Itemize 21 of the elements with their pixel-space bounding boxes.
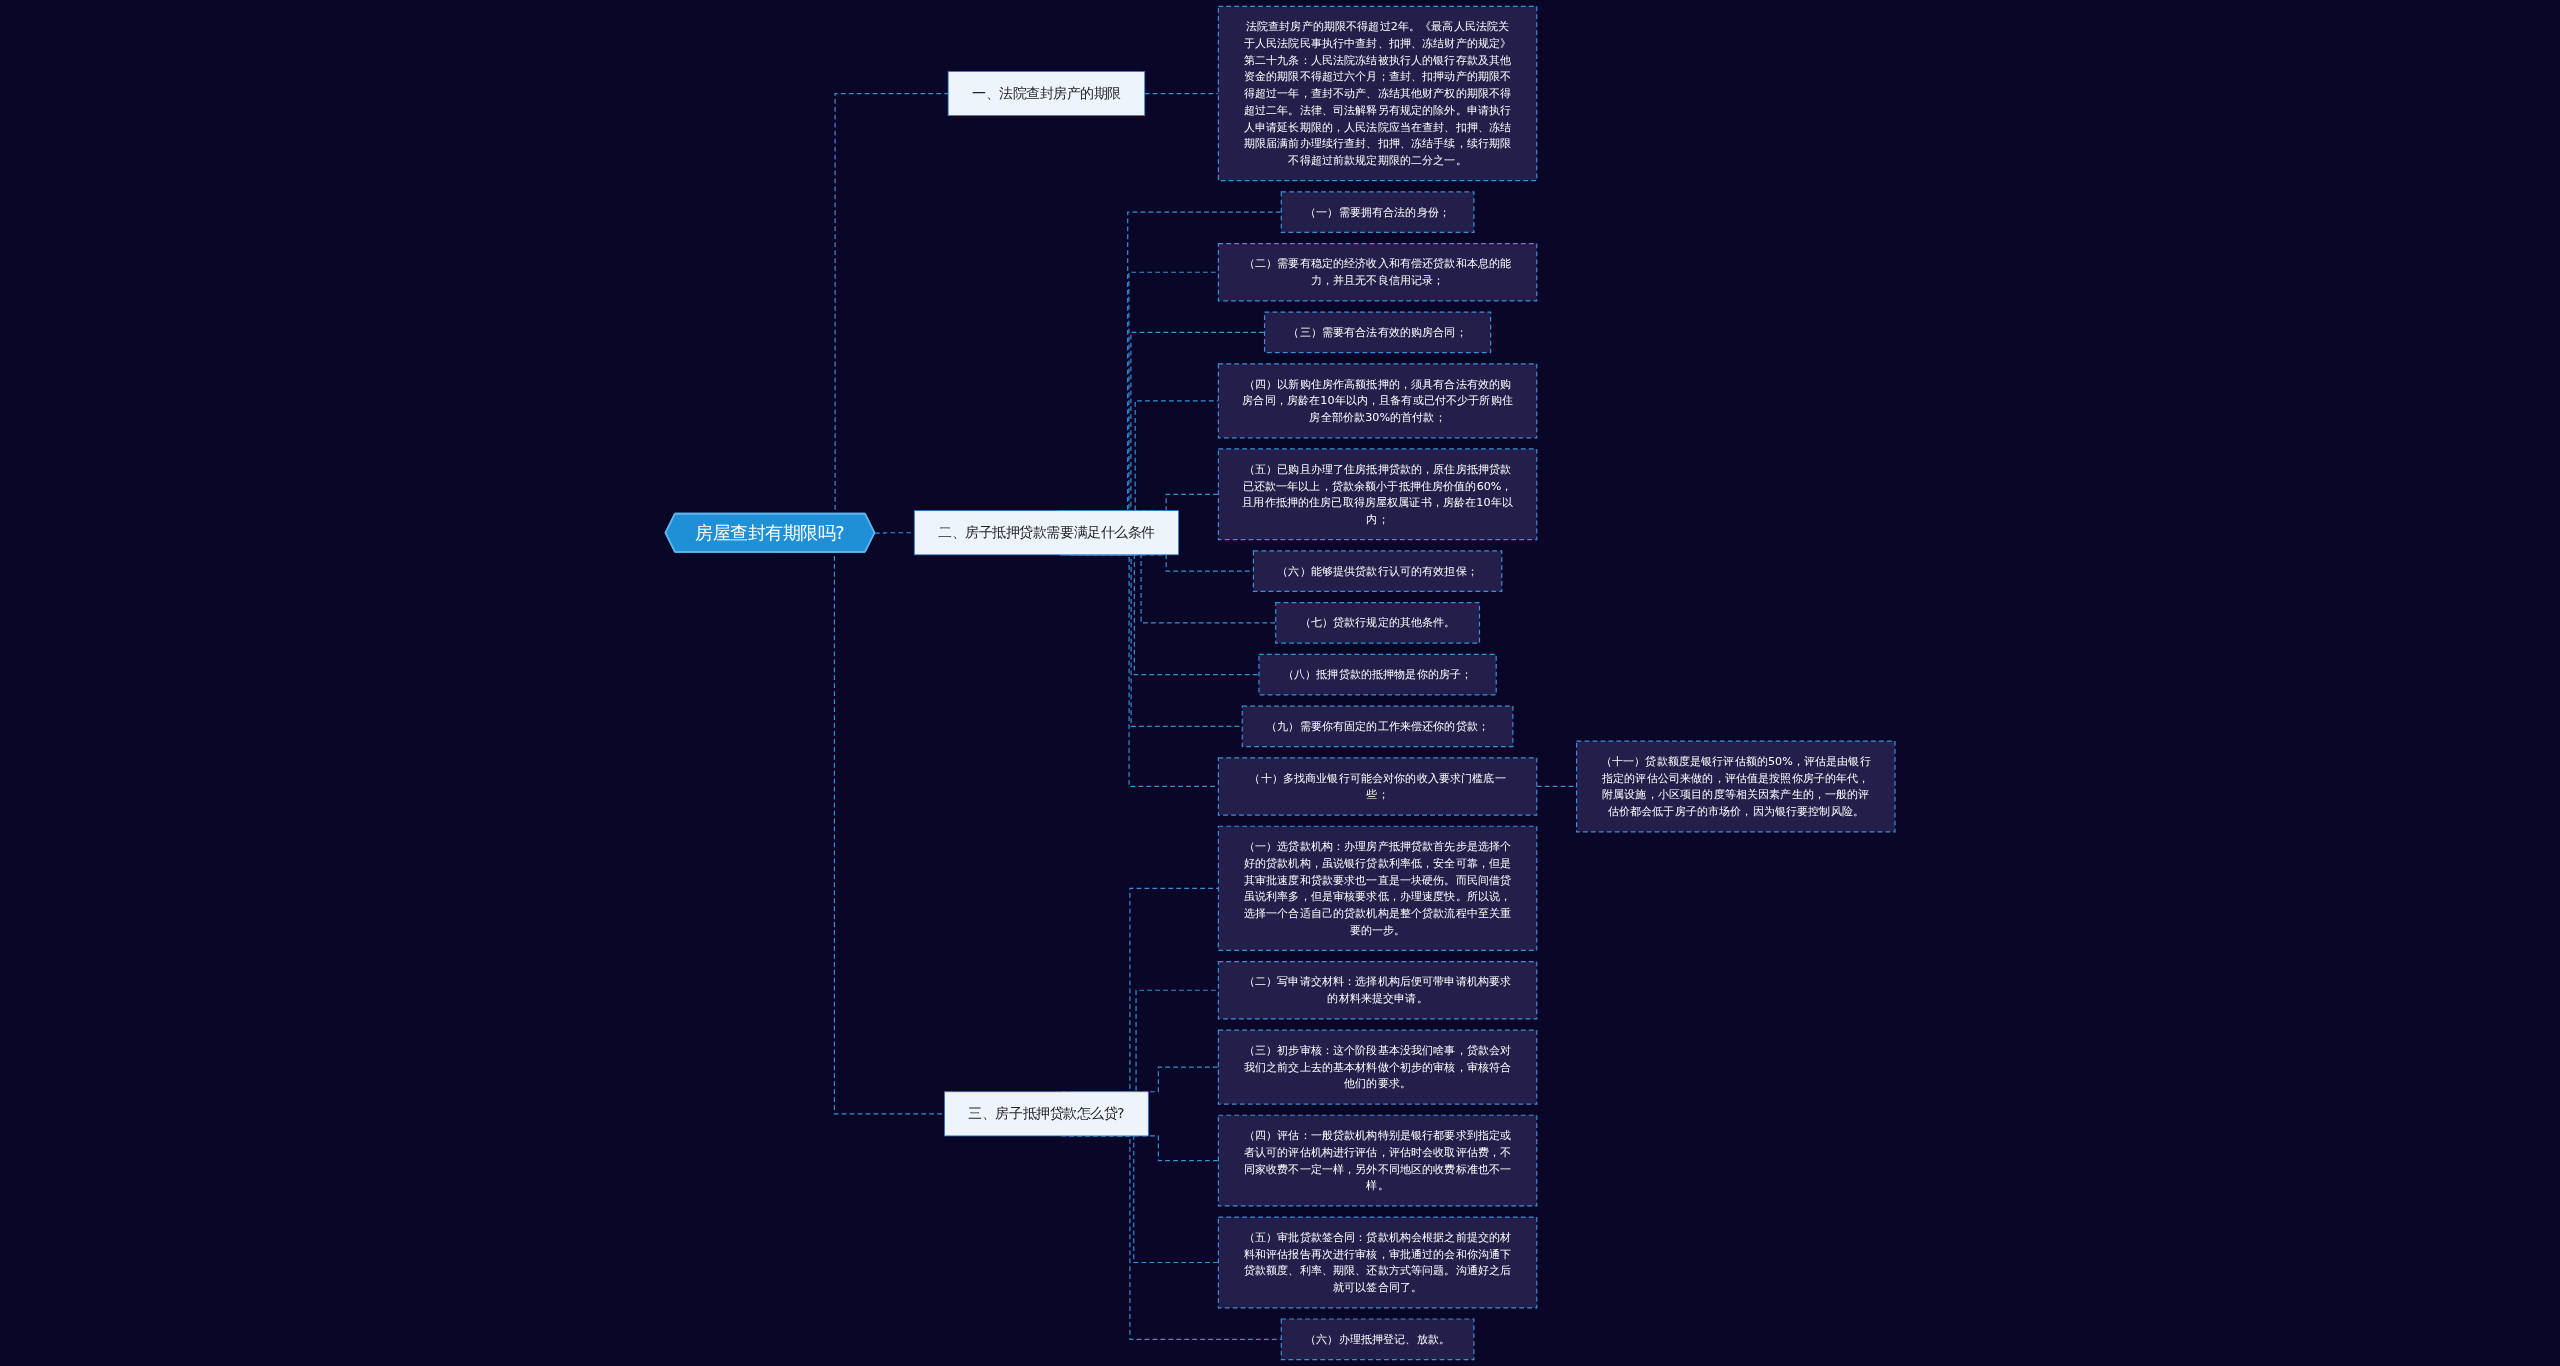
node-box: （二）需要有稳定的经济收入和有偿还贷款和本息的能力，并且无不良信用记录； <box>1217 243 1538 302</box>
node-box: （五）已购且办理了住房抵押贷款的，原住房抵押贷款已还款一年以上，贷款余额小于抵押住房价值的60%，且用作抵押的住房已取得房屋权属证书，房龄在10年以内； <box>1217 448 1538 541</box>
node-box: （一）需要拥有合法的身份； <box>1280 191 1475 234</box>
node-box: （八）抵押贷款的抵押物是你的房子； <box>1258 653 1497 696</box>
node-box: （二）写申请交材料：选择机构后便可带申请机构要求的材料来提交申请。 <box>1217 961 1538 1020</box>
node-box: （七）贷款行规定的其他条件。 <box>1274 602 1480 644</box>
node-box: （九）需要你有固定的工作来偿还你的贷款； <box>1241 705 1514 748</box>
node-box: （一）选贷款机构：办理房产抵押贷款首先步是选择个好的贷款机构，虽说银行贷款利率低，安全可靠，但是其审批速度和贷款要求也一直是一块硬伤。而民间借贷虽说利率多，但是审核要求低，办理速度快。所以说，选择一个合适自己的贷款机构是整个贷款流程中至关重要的一步。 <box>1217 825 1538 952</box>
node-box: （十）多找商业银行可能会对你的收入要求门槛底一些； <box>1217 757 1538 816</box>
node-box: 三、房子抵押贷款怎么贷? <box>943 1091 1149 1137</box>
node-box: （六）能够提供贷款行认可的有效担保； <box>1252 550 1503 593</box>
node-box: 法院查封房产的期限不得超过2年。《最高人民法院关于人民法院民事执行中查封、扣押、冻结财产的规定》第二十九条：人民法院冻结被执行人的银行存款及其他资金的期限不得超过六个月；查封、扣押动产的期限不得超过一年，查封不动产、冻结其他财产权的期限不得超过二年。法律、司法解释另有规定的除外。申请执行人申请延长期限的，人民法院应当在查封、扣押、冻结期限届满前办理续行查封、扣押、冻结手续，续行期限不得超过前款规定期限的二分之一。 <box>1217 5 1538 182</box>
node-box: （五）审批贷款签合同：贷款机构会根据之前提交的材料和评估报告再次进行审核，审批通过的会和你沟通下贷款额度、利率、期限、还款方式等问题。沟通好之后就可以签合同了。 <box>1217 1216 1538 1309</box>
node-box: 一、法院查封房产的期限 <box>947 71 1145 117</box>
node-box: （十一）贷款额度是银行评估额的50%，评估是由银行指定的评估公司来做的，评估值是按照你房子的年代，附属设施，小区项目的度等相关因素产生的，一般的评估价都会低于房子的市场价，因为银行要控制风险。 <box>1575 740 1896 833</box>
node-box: （六）办理抵押登记、放款。 <box>1280 1318 1475 1361</box>
node-box: （四）以新购住房作高额抵押的，须具有合法有效的购房合同，房龄在10年以内，且备有或已付不少于所购住房全部价款30%的首付款； <box>1217 363 1538 439</box>
node-box: 二、房子抵押贷款需要满足什么条件 <box>913 510 1179 556</box>
node-box: （三）需要有合法有效的购房合同； <box>1263 311 1492 354</box>
node-box: （四）评估：一般贷款机构特别是银行都要求到指定或者认可的评估机构进行评估，评估时会收取评估费，不同家收费不一定一样，另外不同地区的收费标准也不一样。 <box>1217 1114 1538 1207</box>
node-box: （三）初步审核：这个阶段基本没我们啥事，贷款会对我们之前交上去的基本材料做个初步的审核，审核符合他们的要求。 <box>1217 1029 1538 1105</box>
